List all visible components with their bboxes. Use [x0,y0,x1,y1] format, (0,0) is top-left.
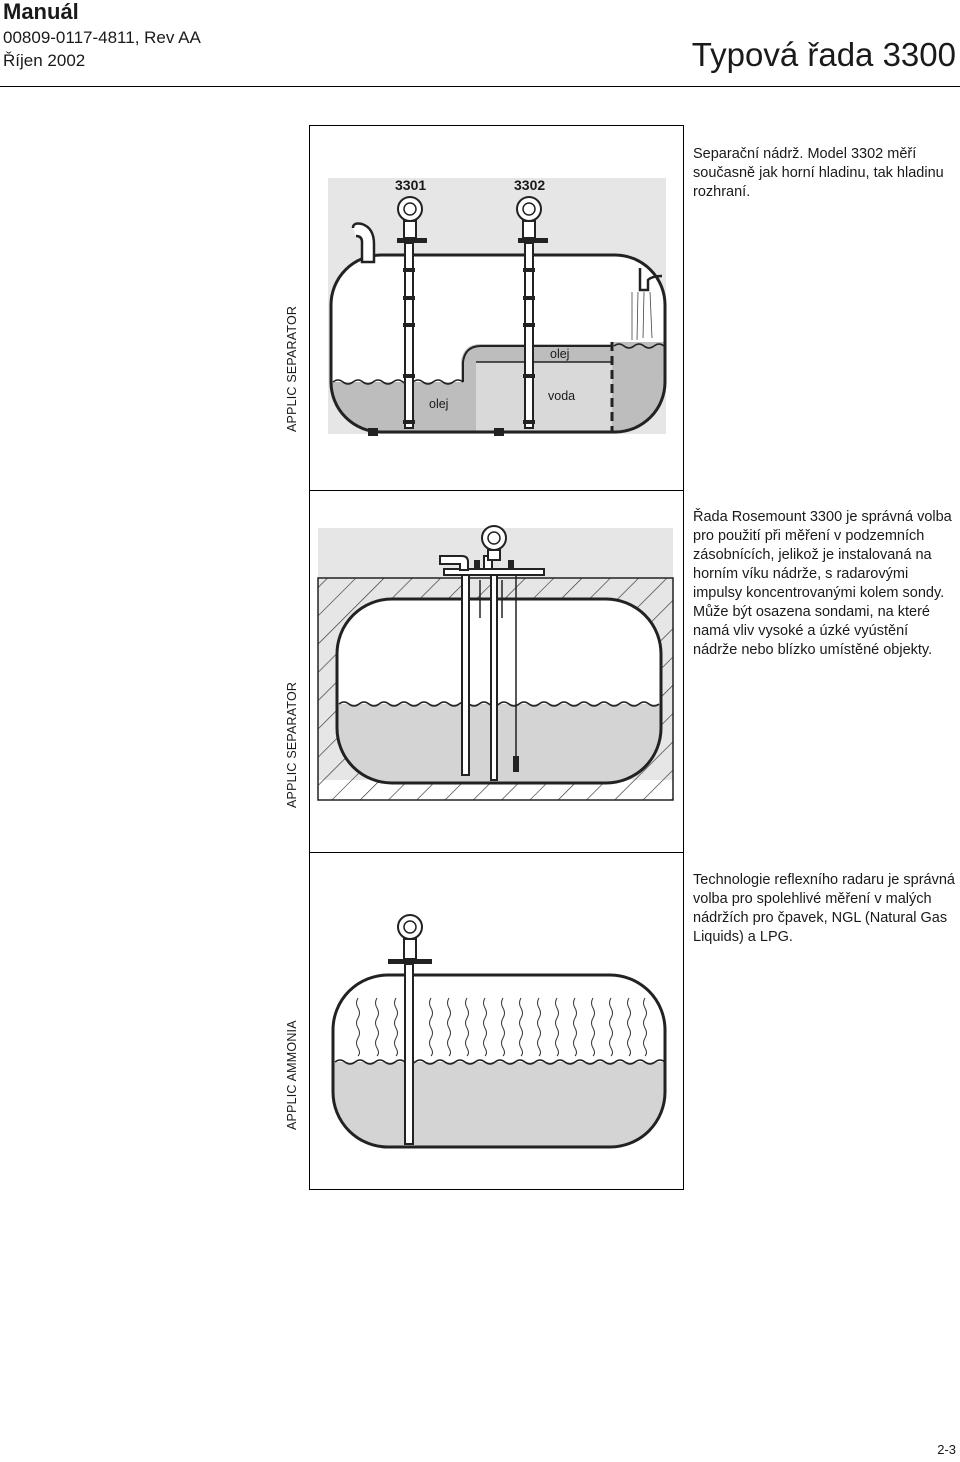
document-date: Říjen 2002 [3,51,86,70]
manual-title: Manuál [3,0,79,24]
figure-frame [309,125,684,1190]
model-3302-label: 3302 [514,177,545,193]
series-title: Typová řada 3300 [691,36,956,73]
row-divider [310,852,683,853]
row-divider [310,490,683,491]
description-underground: Řada Rosemount 3300 je správná volba pro… [693,509,952,658]
header-rule [0,86,960,87]
water-label: voda [548,389,575,403]
document-number: 00809-0117-4811, Rev AA [3,28,201,47]
oil-upper-label: olej [550,347,569,361]
model-3301-label: 3301 [395,177,426,193]
page-number: 2-3 [937,1442,956,1457]
oil-lower-label: olej [429,397,448,411]
description-ammonia: Technologie reflexního radaru je správná… [693,872,955,945]
description-separator: Separační nádrž. Model 3302 měří současn… [693,146,944,200]
